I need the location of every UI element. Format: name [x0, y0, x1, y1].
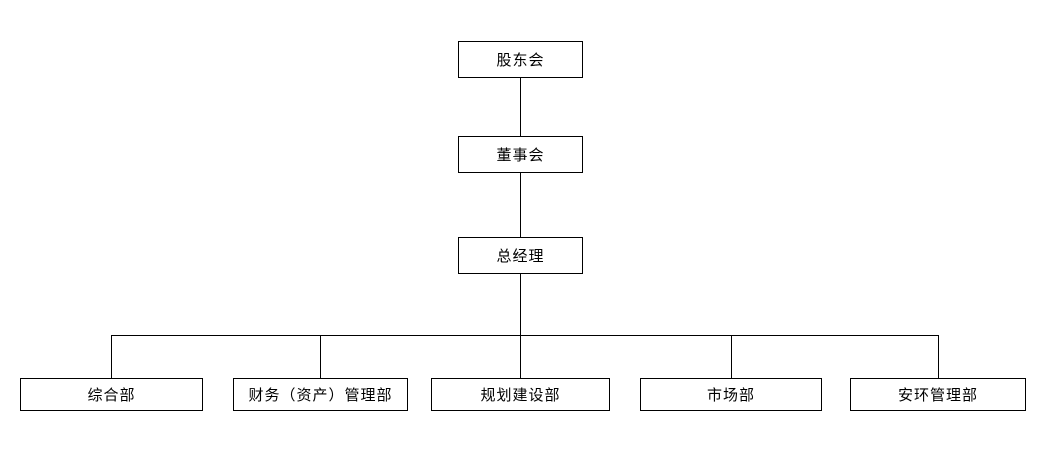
connector-drop-dept-finance [320, 335, 321, 378]
org-node-dept-safety: 安环管理部 [850, 378, 1026, 411]
connector-shareholders-board [520, 78, 521, 136]
connector-drop-dept-general [111, 335, 112, 378]
org-node-dept-finance-label: 财务（资产）管理部 [248, 388, 393, 404]
org-node-dept-safety-label: 安环管理部 [897, 388, 978, 404]
org-node-board: 董事会 [458, 136, 583, 173]
org-node-dept-general: 综合部 [20, 378, 203, 411]
org-node-shareholders: 股东会 [458, 41, 583, 78]
connector-drop-dept-safety [938, 335, 939, 378]
org-node-shareholders-label: 股东会 [496, 53, 545, 69]
connector-drop-dept-market [731, 335, 732, 378]
org-node-dept-market: 市场部 [640, 378, 822, 411]
org-node-dept-market-label: 市场部 [706, 388, 755, 404]
org-node-dept-general-label: 综合部 [87, 388, 136, 404]
connector-departments-bus [111, 335, 939, 336]
org-node-dept-planning-label: 规划建设部 [480, 388, 561, 404]
org-node-general-manager-label: 总经理 [496, 249, 545, 265]
org-node-dept-planning: 规划建设部 [431, 378, 610, 411]
org-node-board-label: 董事会 [496, 148, 545, 164]
org-node-dept-finance: 财务（资产）管理部 [233, 378, 408, 411]
connector-board-general-manager [520, 173, 521, 237]
connector-general-manager-trunk [520, 274, 521, 378]
org-node-general-manager: 总经理 [458, 237, 583, 274]
